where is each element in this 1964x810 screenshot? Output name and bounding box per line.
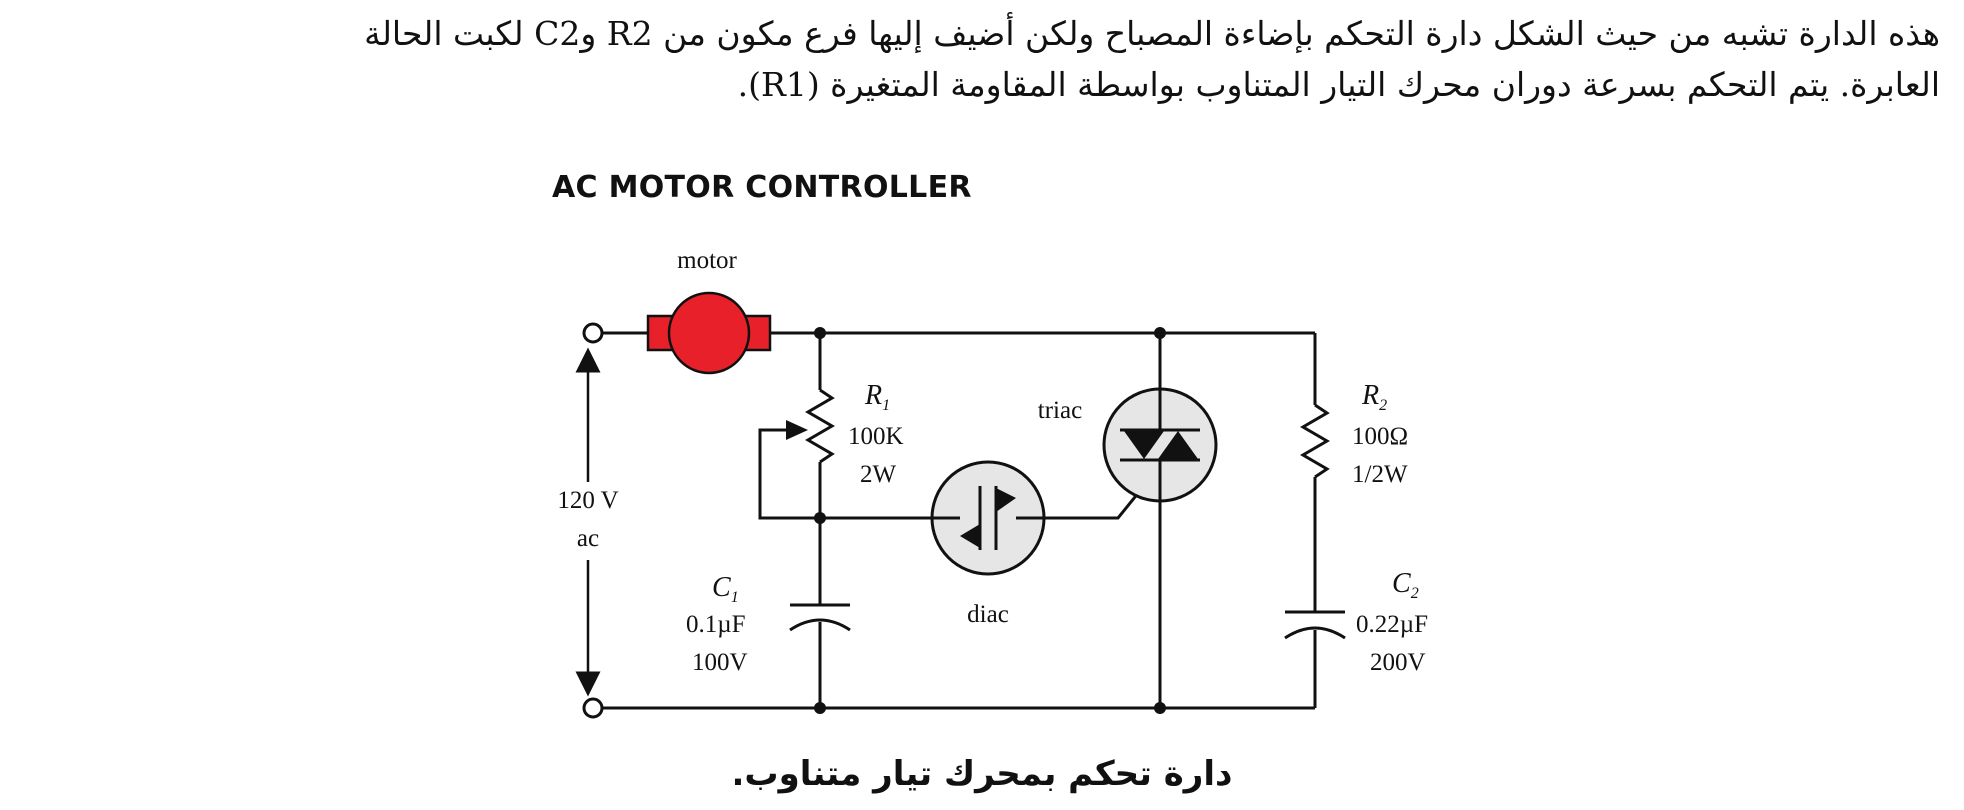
intro-line-1: هذه الدارة تشبه من حيث الشكل دارة التحكم… [364, 14, 1940, 53]
r2-rating: 1/2W [1352, 461, 1408, 488]
r2-resistor-icon [1300, 403, 1330, 479]
diac-icon [930, 460, 1046, 576]
junction-dots [814, 327, 1166, 714]
r1-value: 100K [848, 423, 904, 450]
c2-capacitor-icon [1284, 610, 1346, 640]
intro-text: هذه الدارة تشبه من حيث الشكل دارة التحكم… [20, 8, 1940, 110]
c1-capacitor-icon [789, 603, 851, 632]
diagram-title: AC MOTOR CONTROLLER [552, 170, 972, 205]
c2-rating: 200V [1370, 649, 1426, 676]
c2-value: 0.22µF [1356, 611, 1428, 638]
diac-label: diac [967, 601, 1009, 628]
terminal-top [582, 322, 604, 344]
r1-name: R1 [864, 380, 890, 414]
r1-wiper-icon [758, 420, 820, 520]
motor-icon [646, 291, 772, 375]
intro-line-2: العابرة. يتم التحكم بسرعة دوران محرك الت… [737, 65, 1940, 105]
r2-value: 100Ω [1352, 423, 1408, 450]
triac-label: triac [1038, 397, 1082, 424]
terminal-bottom [582, 697, 604, 719]
c2-name: C2 [1392, 568, 1419, 602]
r2-name: R2 [1361, 380, 1387, 414]
supply-voltage-label: 120 V [557, 487, 618, 514]
triac-icon [1102, 387, 1218, 503]
supply-type-label: ac [577, 525, 599, 552]
c1-rating: 100V [692, 649, 748, 676]
c1-value: 0.1µF [686, 611, 746, 638]
figure-caption: دارة تحكم بمحرك تيار متناوب. [731, 754, 1233, 794]
c1-name: C1 [712, 572, 739, 606]
motor-label: motor [677, 247, 737, 274]
r1-resistor-icon [805, 388, 835, 464]
r1-rating: 2W [860, 461, 897, 488]
